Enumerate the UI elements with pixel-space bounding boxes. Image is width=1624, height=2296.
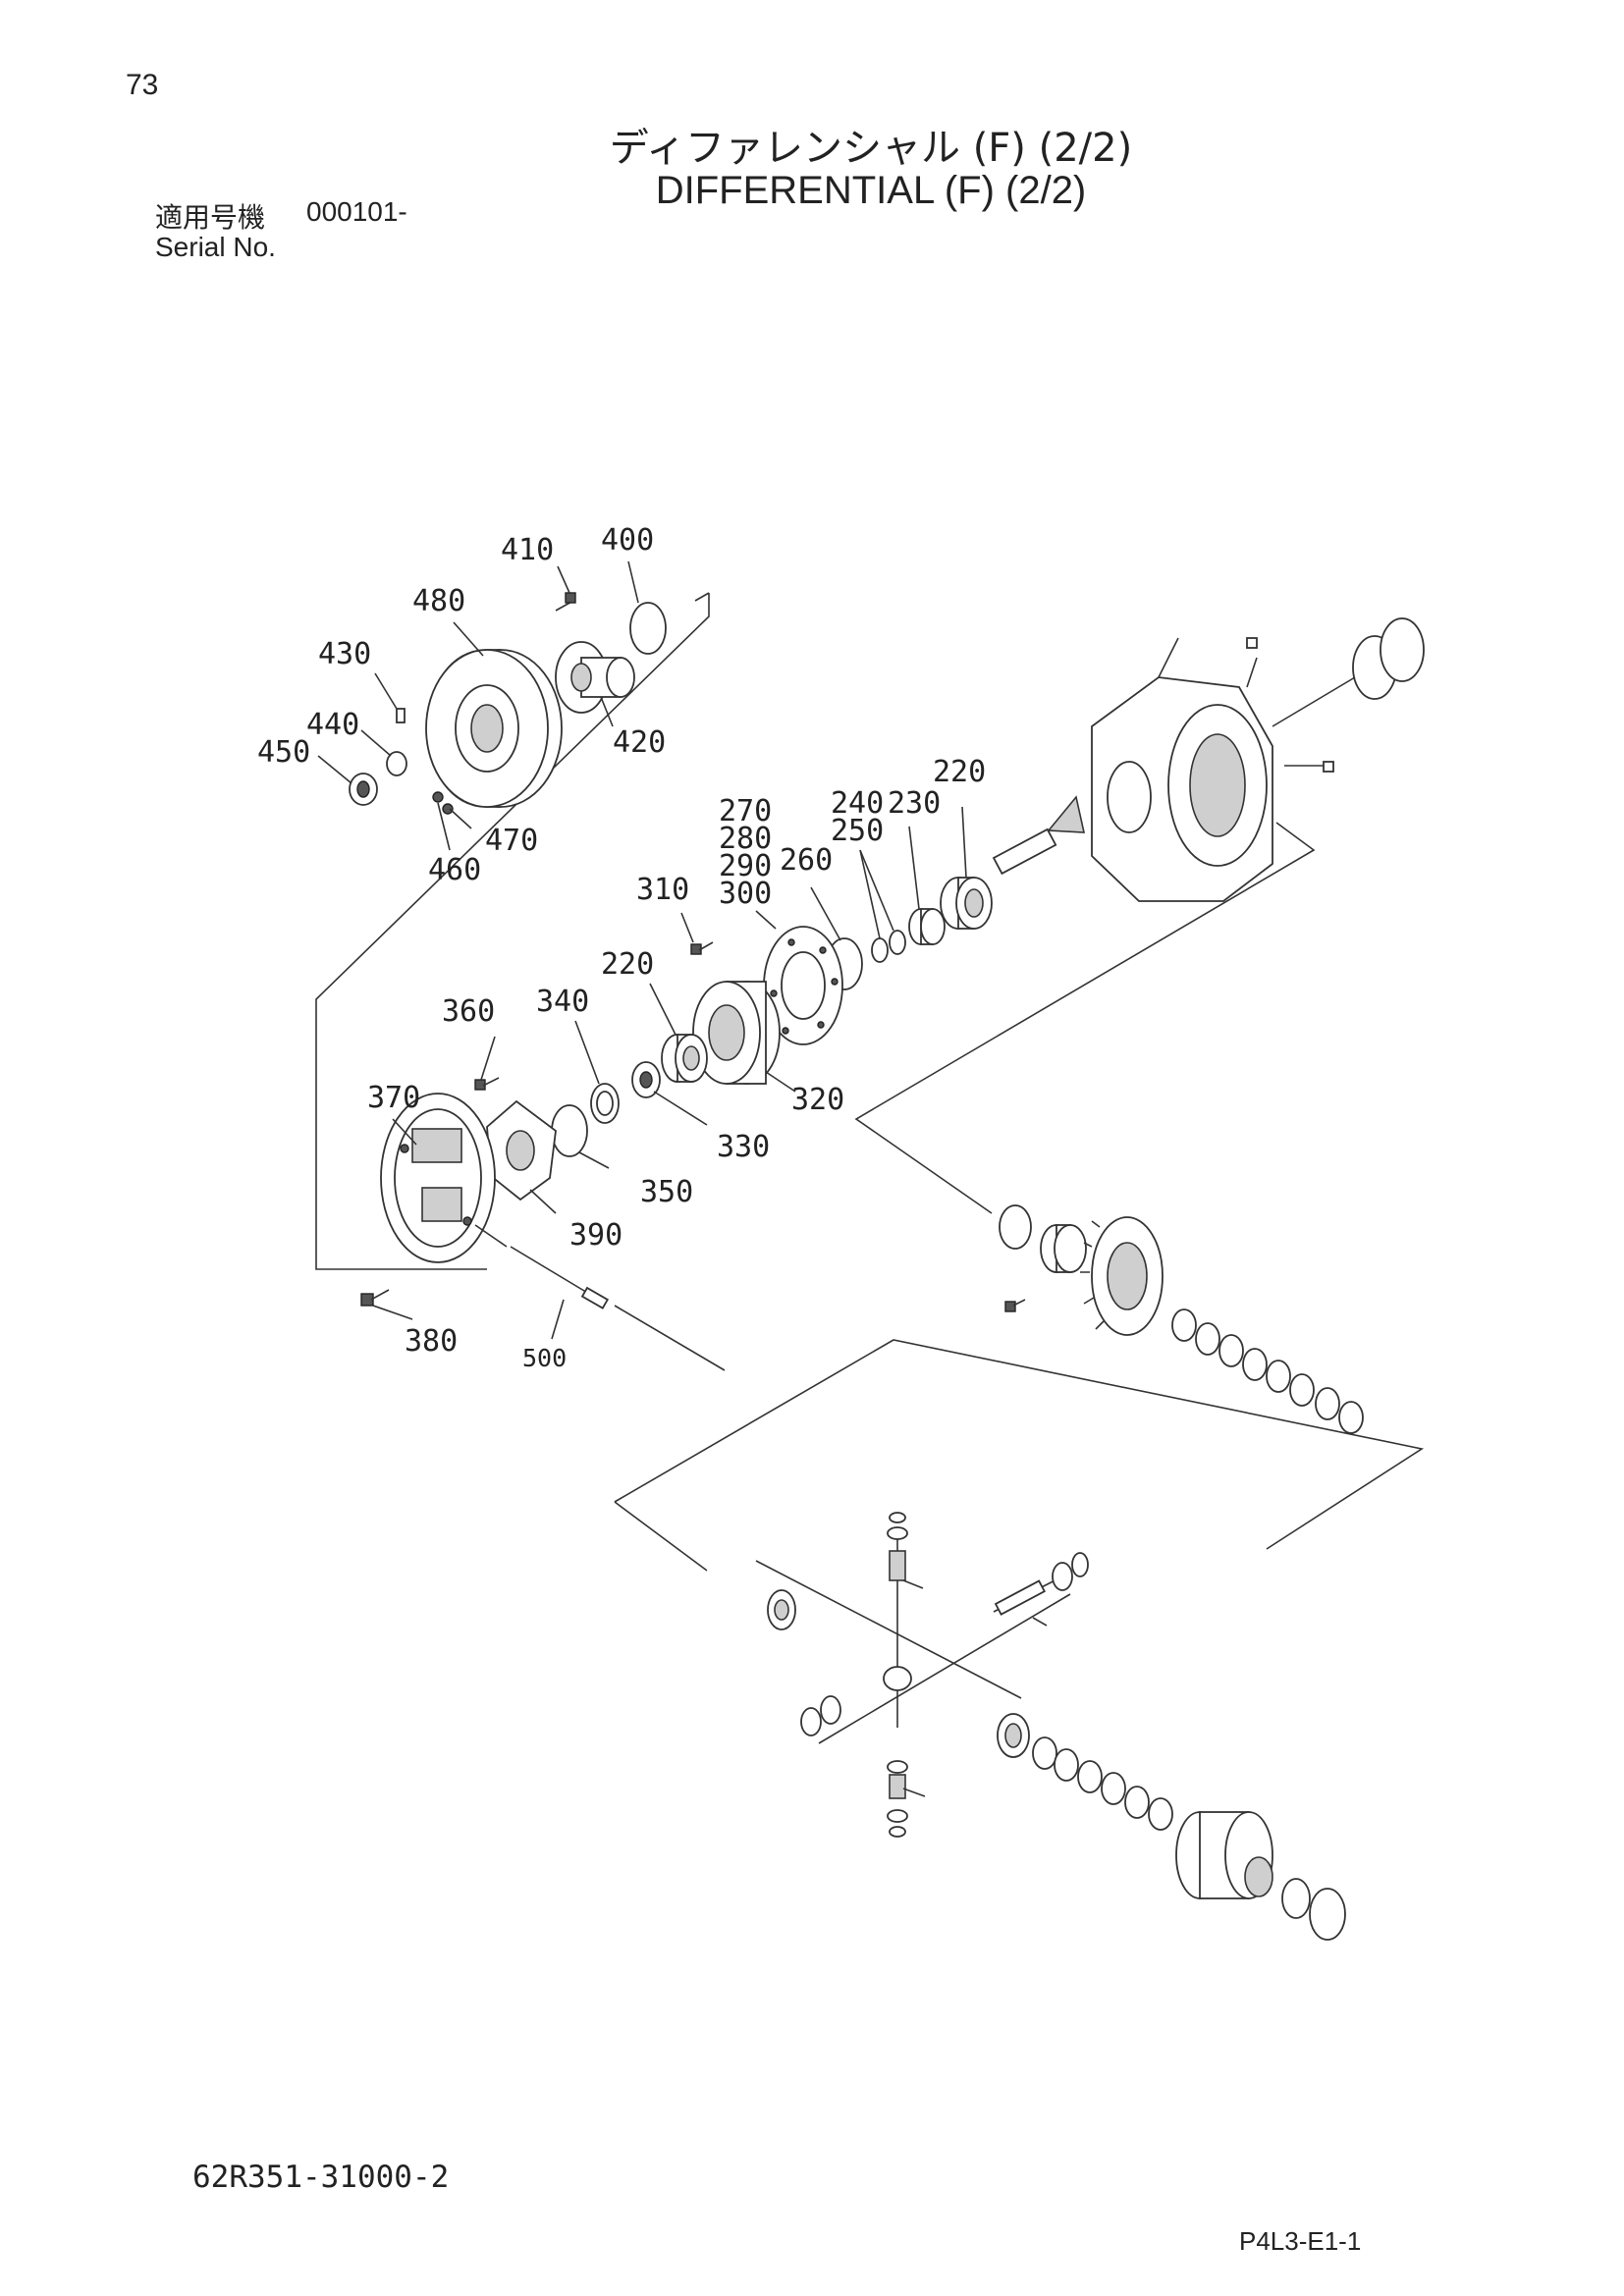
callout-480: 480 (412, 584, 465, 618)
leader-lines (317, 561, 967, 1340)
serial-label-english: Serial No. (155, 232, 276, 262)
nut-330 (631, 1061, 661, 1098)
differential-case (1175, 1811, 1346, 1941)
callout-380: 380 (405, 1324, 458, 1359)
bolt-380 (360, 1289, 390, 1307)
assembly-frame-lines (315, 592, 1425, 1572)
callout-410: 410 (501, 533, 554, 567)
drawing-number: 62R351-31000-2 (192, 2160, 450, 2195)
callout-430: 430 (318, 637, 371, 671)
callout-330: 330 (717, 1130, 770, 1164)
serial-label-japanese: 適用号機 (155, 201, 266, 234)
snap-ring-400 (629, 602, 667, 655)
callout-220-upper: 220 (933, 755, 986, 789)
seal-ring-upper-right-b (1380, 617, 1425, 682)
pinion-shaft (992, 795, 1086, 876)
callout-labels: 400 410 480 430 440 450 420 470 460 220 … (257, 523, 986, 1372)
retainer-320 (692, 981, 781, 1085)
nut-450 (349, 773, 378, 806)
callout-260: 260 (780, 843, 833, 878)
callout-290: 290 (719, 849, 772, 883)
callout-500: 500 (522, 1344, 567, 1372)
callout-280: 280 (719, 822, 772, 856)
bearing-220-lower (661, 1034, 708, 1083)
bolt-360 (474, 1077, 500, 1091)
ring-gear-group (999, 1204, 1364, 1434)
brake-drum-480 (425, 649, 563, 808)
oil-seal-340 (590, 1083, 620, 1124)
gasket-270-300 (763, 926, 843, 1045)
serial-number-value: 000101- (306, 196, 407, 227)
callout-440: 440 (306, 708, 359, 742)
callout-390: 390 (569, 1218, 623, 1253)
o-ring-350 (551, 1104, 588, 1157)
callout-400: 400 (601, 523, 654, 558)
title-english: DIFFERENTIAL (F) (2/2) (655, 169, 1087, 212)
callout-450: 450 (257, 735, 310, 770)
callout-350: 350 (640, 1175, 693, 1209)
callout-470: 470 (485, 824, 538, 858)
plug-470 (442, 803, 454, 815)
sheet-code: P4L3-E1-1 (1239, 2226, 1362, 2256)
washer-460 (432, 791, 444, 803)
bearing-220-upper (940, 877, 993, 930)
callout-230: 230 (888, 786, 941, 821)
bolt-410 (555, 592, 576, 612)
differential-housing (1091, 637, 1334, 902)
callout-300: 300 (719, 877, 772, 911)
callout-340: 340 (536, 985, 589, 1019)
parking-brake-assembly-370 (380, 1093, 508, 1263)
page-number: 73 (126, 69, 159, 101)
callout-250: 250 (831, 814, 884, 848)
callout-240: 240 (831, 786, 884, 821)
callout-420: 420 (613, 725, 666, 760)
callout-220-lower: 220 (601, 947, 654, 982)
callout-270: 270 (719, 794, 772, 828)
spacer-230 (908, 908, 946, 945)
o-ring-440 (386, 751, 407, 776)
shim-240 (889, 930, 906, 955)
companion-flange-390 (486, 1099, 557, 1201)
callout-310: 310 (636, 873, 689, 907)
shim-250 (871, 937, 889, 963)
callout-460: 460 (428, 853, 481, 887)
callout-320: 320 (791, 1083, 844, 1117)
title-japanese: ディファレンシャル (F) (2/2) (609, 126, 1133, 171)
hub-flange-420 (555, 641, 635, 714)
bolt-310 (690, 941, 714, 955)
pin-430 (396, 708, 406, 723)
callout-360: 360 (442, 994, 495, 1029)
callout-370: 370 (367, 1081, 420, 1115)
brake-cable-500 (510, 1246, 726, 1371)
differential-spider-group (755, 1512, 1173, 1838)
